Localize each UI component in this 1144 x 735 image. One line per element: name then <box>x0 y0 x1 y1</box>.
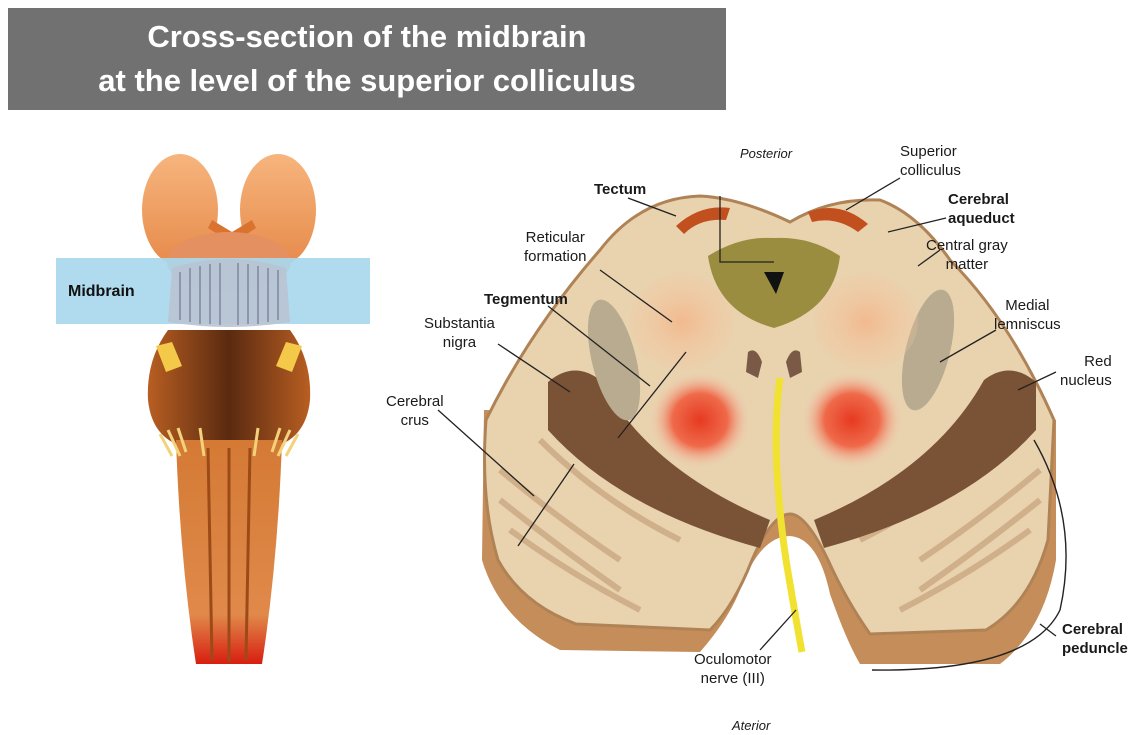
label-tectum: Tectum <box>594 180 646 199</box>
label-superior-colliculus: Superior colliculus <box>900 142 961 180</box>
label-substantia-nigra-line2: nigra <box>424 333 495 352</box>
label-reticular-line2: formation <box>524 247 587 266</box>
right-red-nucleus <box>802 372 902 468</box>
label-red-nucleus: Red nucleus <box>1060 352 1112 390</box>
label-superior-colliculus-line1: Superior <box>900 142 961 161</box>
label-red-nucleus-line2: nucleus <box>1060 371 1112 390</box>
label-cerebral-aqueduct: Cerebral aqueduct <box>948 190 1015 228</box>
brainstem-illustration <box>56 154 370 664</box>
label-central-gray-matter: Central gray matter <box>926 236 1008 274</box>
label-substantia-nigra: Substantia nigra <box>424 314 495 352</box>
label-oculomotor-line1: Oculomotor <box>694 650 772 669</box>
label-reticular-formation: Reticular formation <box>524 228 587 266</box>
label-substantia-nigra-line1: Substantia <box>424 314 495 333</box>
label-oculomotor-line2: nerve (III) <box>694 669 772 688</box>
left-reticular-formation <box>630 274 734 370</box>
label-cerebral-crus-line1: Cerebral <box>386 392 444 411</box>
midbrain-segment <box>168 259 290 327</box>
label-superior-colliculus-line2: colliculus <box>900 161 961 180</box>
label-medial-lemniscus-line2: lemniscus <box>994 315 1061 334</box>
label-central-gray-line2: matter <box>926 255 1008 274</box>
label-tegmentum: Tegmentum <box>484 290 568 309</box>
label-cerebral-peduncle-line2: peduncle <box>1062 639 1128 658</box>
leader-oculomotor <box>760 610 796 650</box>
label-cerebral-aqueduct-line2: aqueduct <box>948 209 1015 228</box>
label-medial-lemniscus: Medial lemniscus <box>994 296 1061 334</box>
label-posterior: Posterior <box>740 144 792 163</box>
midbrain-label: Midbrain <box>68 283 135 301</box>
label-cerebral-crus: Cerebral crus <box>386 392 444 430</box>
label-reticular-line1: Reticular <box>524 228 587 247</box>
left-red-nucleus <box>650 372 750 468</box>
label-red-nucleus-line1: Red <box>1060 352 1112 371</box>
label-oculomotor-nerve: Oculomotor nerve (III) <box>694 650 772 688</box>
leader-peduncle <box>1040 624 1056 636</box>
label-anterior: Aterior <box>732 716 770 735</box>
label-cerebral-aqueduct-line1: Cerebral <box>948 190 1015 209</box>
label-cerebral-crus-line2: crus <box>386 411 444 430</box>
label-cerebral-peduncle: Cerebral peduncle <box>1062 620 1128 658</box>
label-medial-lemniscus-line1: Medial <box>994 296 1061 315</box>
label-central-gray-line1: Central gray <box>926 236 1008 255</box>
label-cerebral-peduncle-line1: Cerebral <box>1062 620 1128 639</box>
